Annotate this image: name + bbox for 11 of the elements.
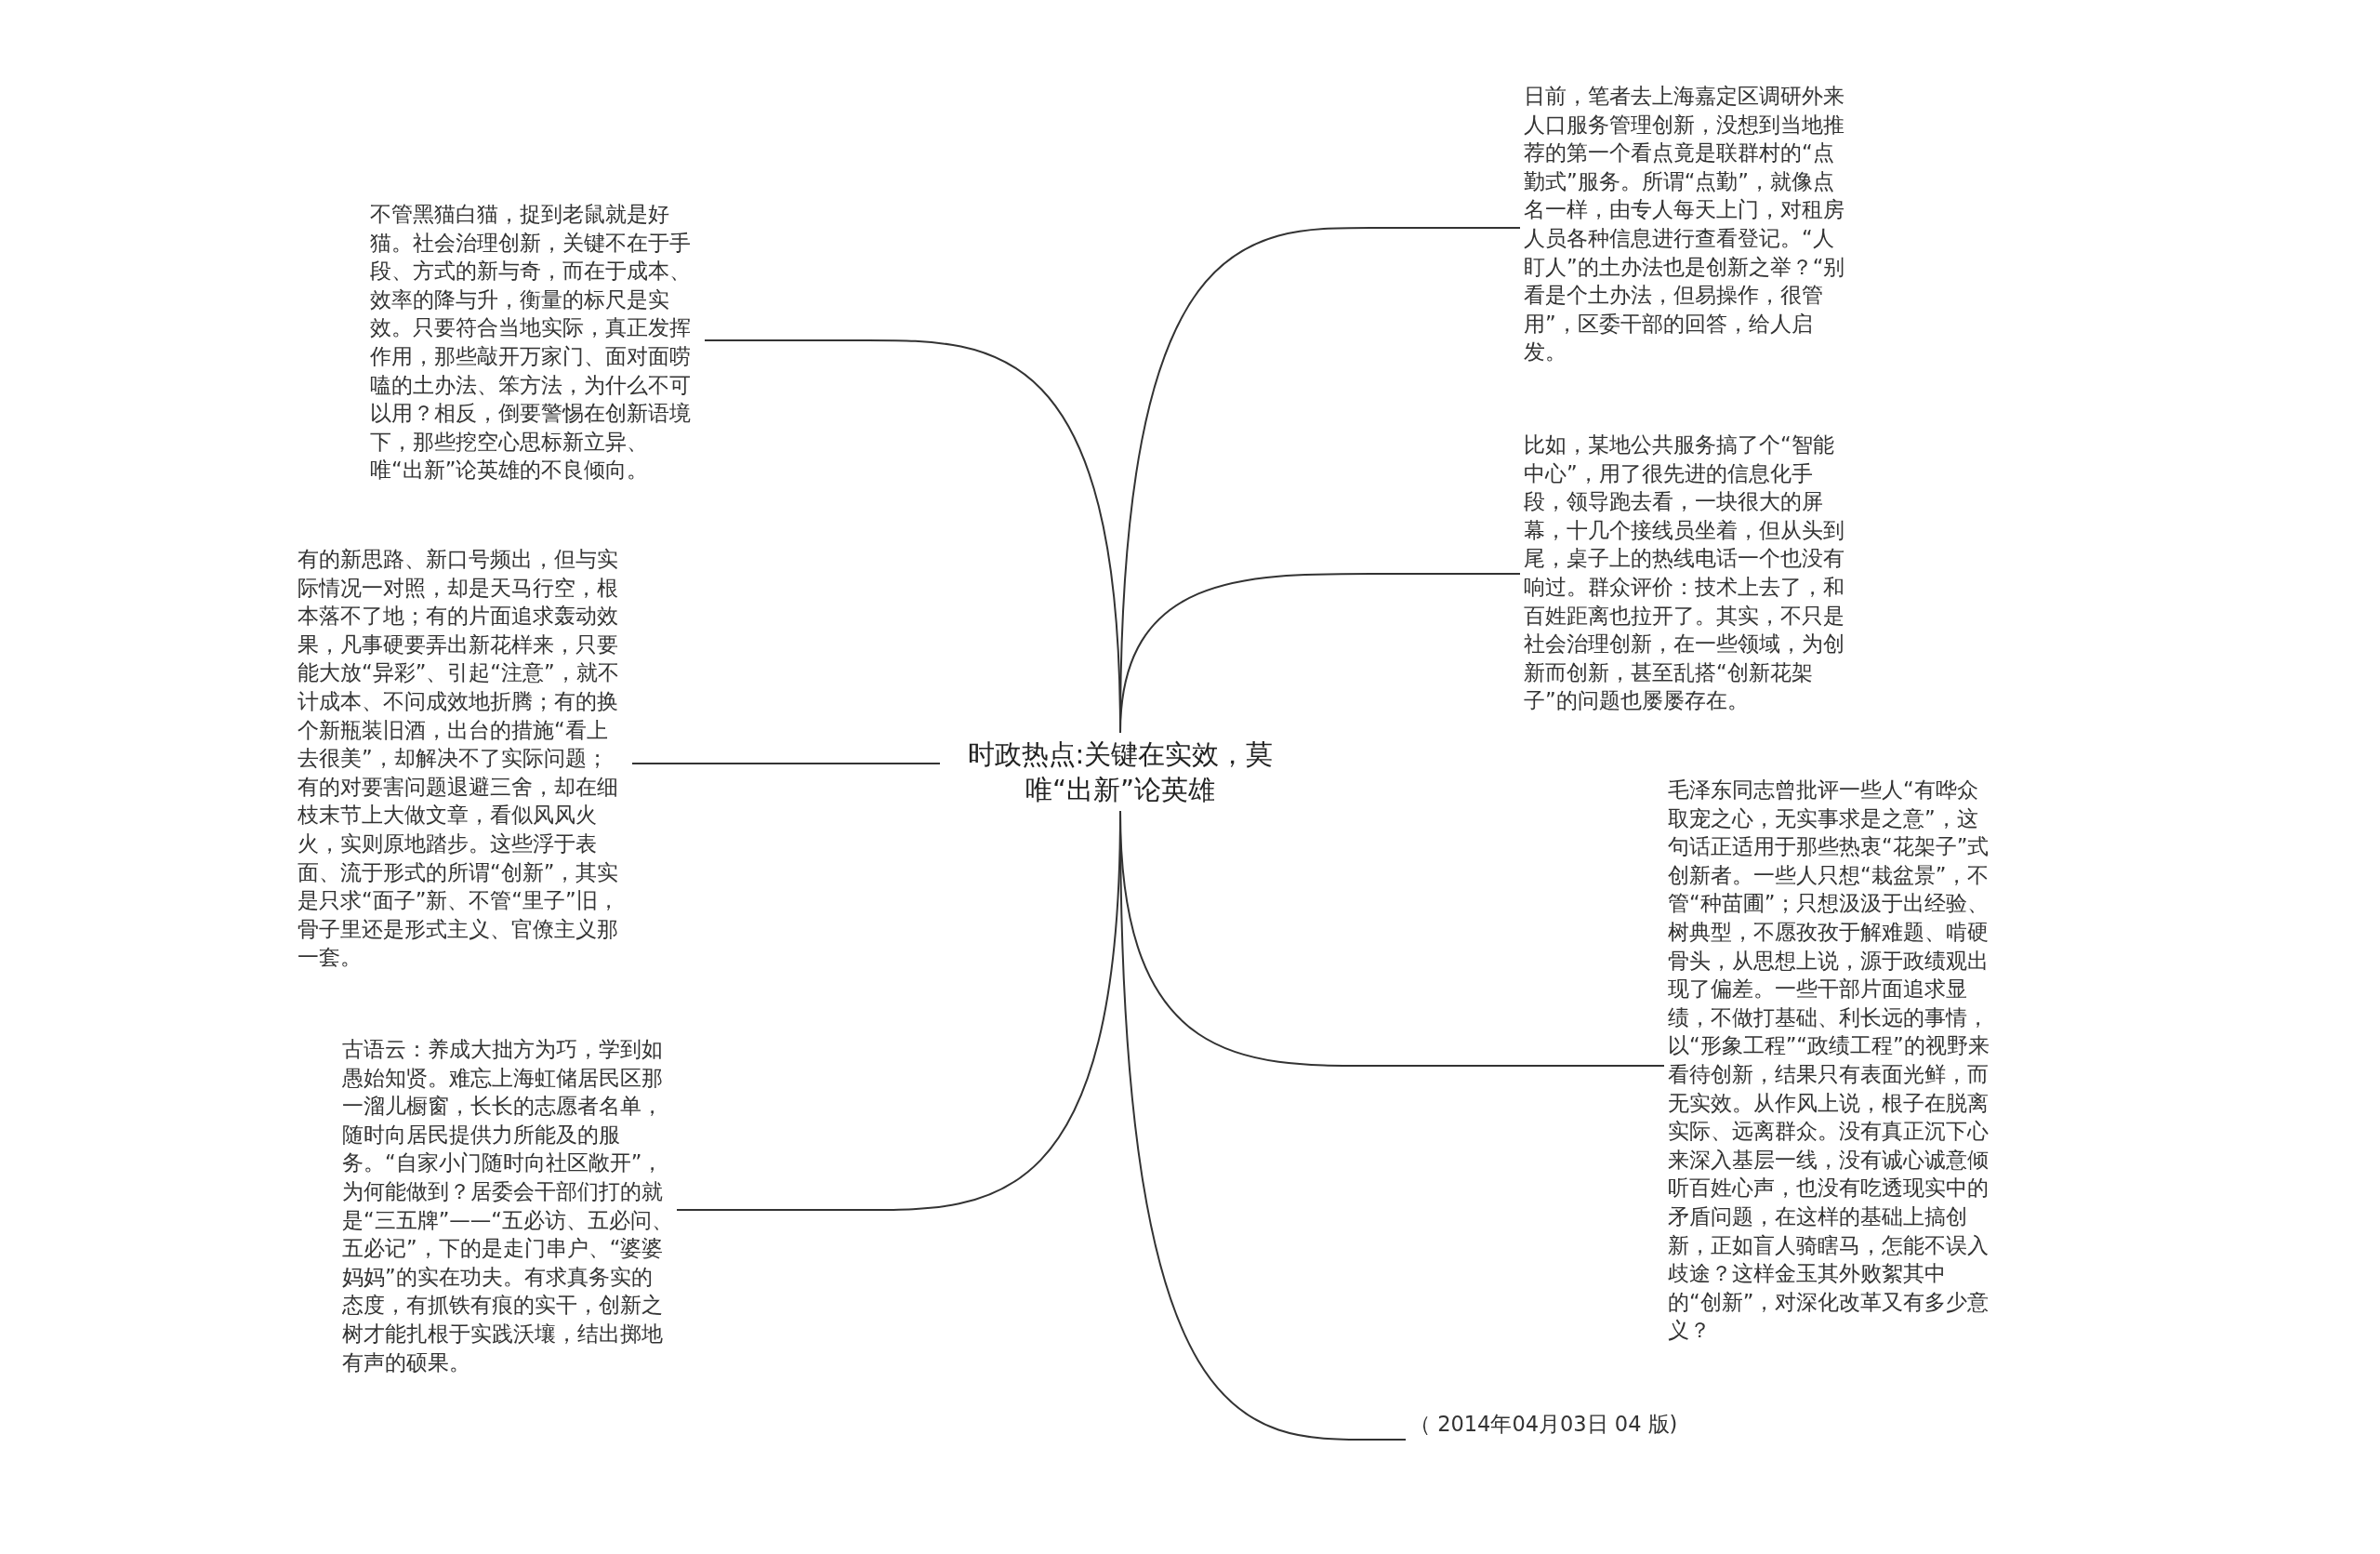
branch-line: [1119, 810, 1407, 1441]
branch-text: 不管黑猫白猫，捉到老鼠就是好猫。社会治理创新，关键不在于手段、方式的新与奇，而在于成本、效率的降与升，衡量的标尺是实效。只要符合当地实际，真正发挥作用，那些敲开万家门、面对面唠嗑的土办法、笨方法，为什么不可以用？相反，倒要警惕在创新语境下，那些挖空心思标新立异、唯“出新”论英雄的不良倾向。: [370, 200, 701, 485]
branch-line: [1119, 573, 1521, 734]
branch-text: 古语云：养成大拙方为巧，学到如愚始知贤。难忘上海虹储居民区那一溜儿橱窗，长长的志愿者名单，随时向居民提供力所能及的服务。“自家小门随时向社区敞开”，为何能做到？居委会干部们打的就是“三五牌”——“五必访、五必问、五必记”，下的是走门串户、“婆婆妈妈”的实在功夫。有求真务实的态度，有抓铁有痕的实干，创新之树才能扎根于实践沃壤，结出掷地有声的硕果。: [342, 1035, 673, 1377]
central-topic: 时政热点:关键在实效，莫唯“出新”论英雄: [944, 737, 1297, 807]
branch-text: （ 2014年04月03日 04 版): [1409, 1410, 1735, 1439]
branch-text: 有的新思路、新口号频出，但与实际情况一对照，却是天马行空，根本落不了地；有的片面追求轰动效果，凡事硬要弄出新花样来，只要能大放“异彩”、引起“注意”，就不计成本、不问成效地折腾；有的换个新瓶装旧酒，出台的措施“看上去很美”，却解决不了实际问题；有的对要害问题退避三舍，却在细枝末节上大做文章，看似风风火火，实则原地踏步。这些浮于表面、流于形式的所谓“创新”，其实是只求“面子”新、不管“里子”旧，骨子里还是形式主义、官僚主义那一套。: [298, 545, 628, 972]
branch-text: 毛泽东同志曾批评一些人“有哗众取宠之心，无实事求是之意”，这句话正适用于那些热衷“花架子”式创新者。一些人只想“栽盆景”，不管“种苗圃”；只想汲汲于出经验、树典型，不愿孜孜于解难题、啃硬骨头，从思想上说，源于政绩观出现了偏差。一些干部片面追求显绩，不做打基础、利长远的事情，以“形象工程”“政绩工程”的视野来看待创新，结果只有表面光鲜，而无实效。从作风上说，根子在脱离实际、远离群众。没有真正沉下心来深入基层一线，没有诚心诚意倾听百姓心声，也没有吃透现实中的矛盾问题，在这样的基础上搞创新，正如盲人骑瞎马，怎能不误入歧途？这样金玉其外败絮其中的“创新”，对深化改革又有多少意义？: [1668, 776, 1999, 1345]
branch-text: 比如，某地公共服务搞了个“智能中心”，用了很先进的信息化手段，领导跑去看，一块很大的屏幕，十几个接线员坐着，但从头到尾，桌子上的热线电话一个也没有响过。群众评价：技术上去了，和百姓距离也拉开了。其实，不只是社会治理创新，在一些领域，为创新而创新，甚至乱搭“创新花架子”的问题也屡屡存在。: [1524, 431, 1855, 715]
branch-text: 日前，笔者去上海嘉定区调研外来人口服务管理创新，没想到当地推荐的第一个看点竟是联群村的“点勤式”服务。所谓“点勤”，就像点名一样，由专人每天上门，对租房人员各种信息进行查看登记。“人盯人”的土办法也是创新之举？“别看是个土办法，但易操作，很管用”，区委干部的回答，给人启发。: [1524, 82, 1855, 366]
branch-line: [631, 763, 941, 764]
